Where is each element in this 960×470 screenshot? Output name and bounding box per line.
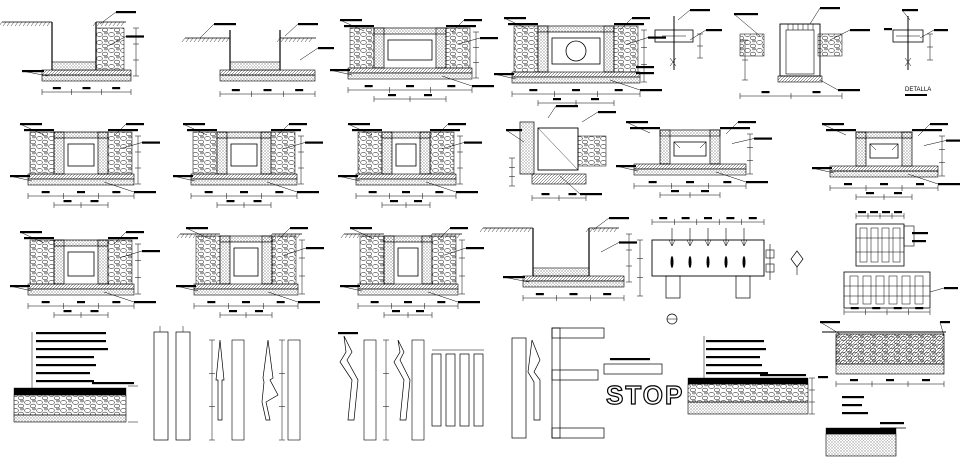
stop-marking-text: STOP bbox=[606, 380, 684, 410]
stop-line-marking bbox=[551, 327, 663, 439]
box-culvert-detail-8 bbox=[175, 227, 324, 318]
post-section-detail-a bbox=[636, 9, 722, 75]
box-culvert-detail-4 bbox=[337, 123, 482, 208]
lane-marking-arrows-a bbox=[153, 326, 301, 441]
catch-basin-detail bbox=[733, 7, 870, 99]
pavement-layers-detail-a bbox=[13, 332, 138, 423]
l-wall-channel-detail bbox=[479, 217, 637, 301]
headwall-section-detail bbox=[505, 105, 616, 201]
box-culvert-detail-5 bbox=[615, 121, 772, 198]
open-channel-detail-2 bbox=[181, 23, 334, 97]
detail-caption: DETALLA bbox=[905, 87, 931, 93]
slope-protection-detail bbox=[819, 321, 950, 457]
box-culvert-pipe-detail bbox=[493, 17, 666, 106]
post-section-detail-b bbox=[884, 9, 948, 70]
pier-plan-detail bbox=[843, 271, 958, 315]
stop-road-marking: STOP bbox=[605, 379, 684, 410]
box-culvert-detail-6 bbox=[811, 123, 960, 200]
box-culvert-detail-1 bbox=[329, 19, 498, 102]
box-culvert-detail-9 bbox=[339, 227, 484, 318]
pavement-layers-detail-b bbox=[687, 336, 828, 415]
lane-marking-arrows-b bbox=[338, 332, 541, 441]
rebar-plan-detail bbox=[637, 217, 804, 325]
north-arrow-icon bbox=[790, 250, 804, 268]
detail-caption-underline bbox=[905, 94, 927, 96]
box-culvert-detail-3 bbox=[172, 123, 323, 208]
pier-elevation-detail bbox=[855, 211, 928, 267]
box-culvert-detail-2 bbox=[9, 123, 160, 208]
open-channel-detail-1 bbox=[0, 11, 144, 95]
box-culvert-detail-7 bbox=[9, 231, 160, 318]
